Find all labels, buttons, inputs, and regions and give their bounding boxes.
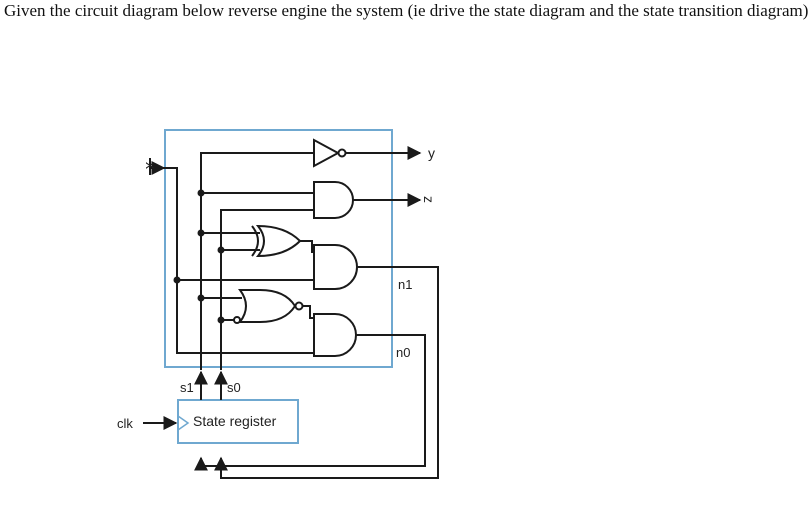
input-x-route [150,167,314,354]
s0-label: s0 [227,380,241,395]
xor-gate [255,224,302,258]
nor-gate [238,289,297,323]
logic-block [164,129,393,368]
output-y-label: y [428,145,435,161]
output-z-label: z [421,196,437,203]
state-register-box [177,399,299,444]
n0-label: n0 [396,345,410,360]
not-gate [313,138,341,168]
clock-triangle [177,415,190,431]
question-text: Given the circuit diagram below reverse … [4,1,809,20]
input-x-label: x [143,162,159,169]
and-gate-z [313,181,354,219]
clk-label: clk [117,416,133,431]
and-gate-n1 [313,244,358,290]
s1-label: s1 [180,380,194,395]
n1-label: n1 [398,277,412,292]
state-register-label: State register [193,413,277,429]
s1-wire [200,152,314,370]
and-gate-n0 [313,313,357,357]
